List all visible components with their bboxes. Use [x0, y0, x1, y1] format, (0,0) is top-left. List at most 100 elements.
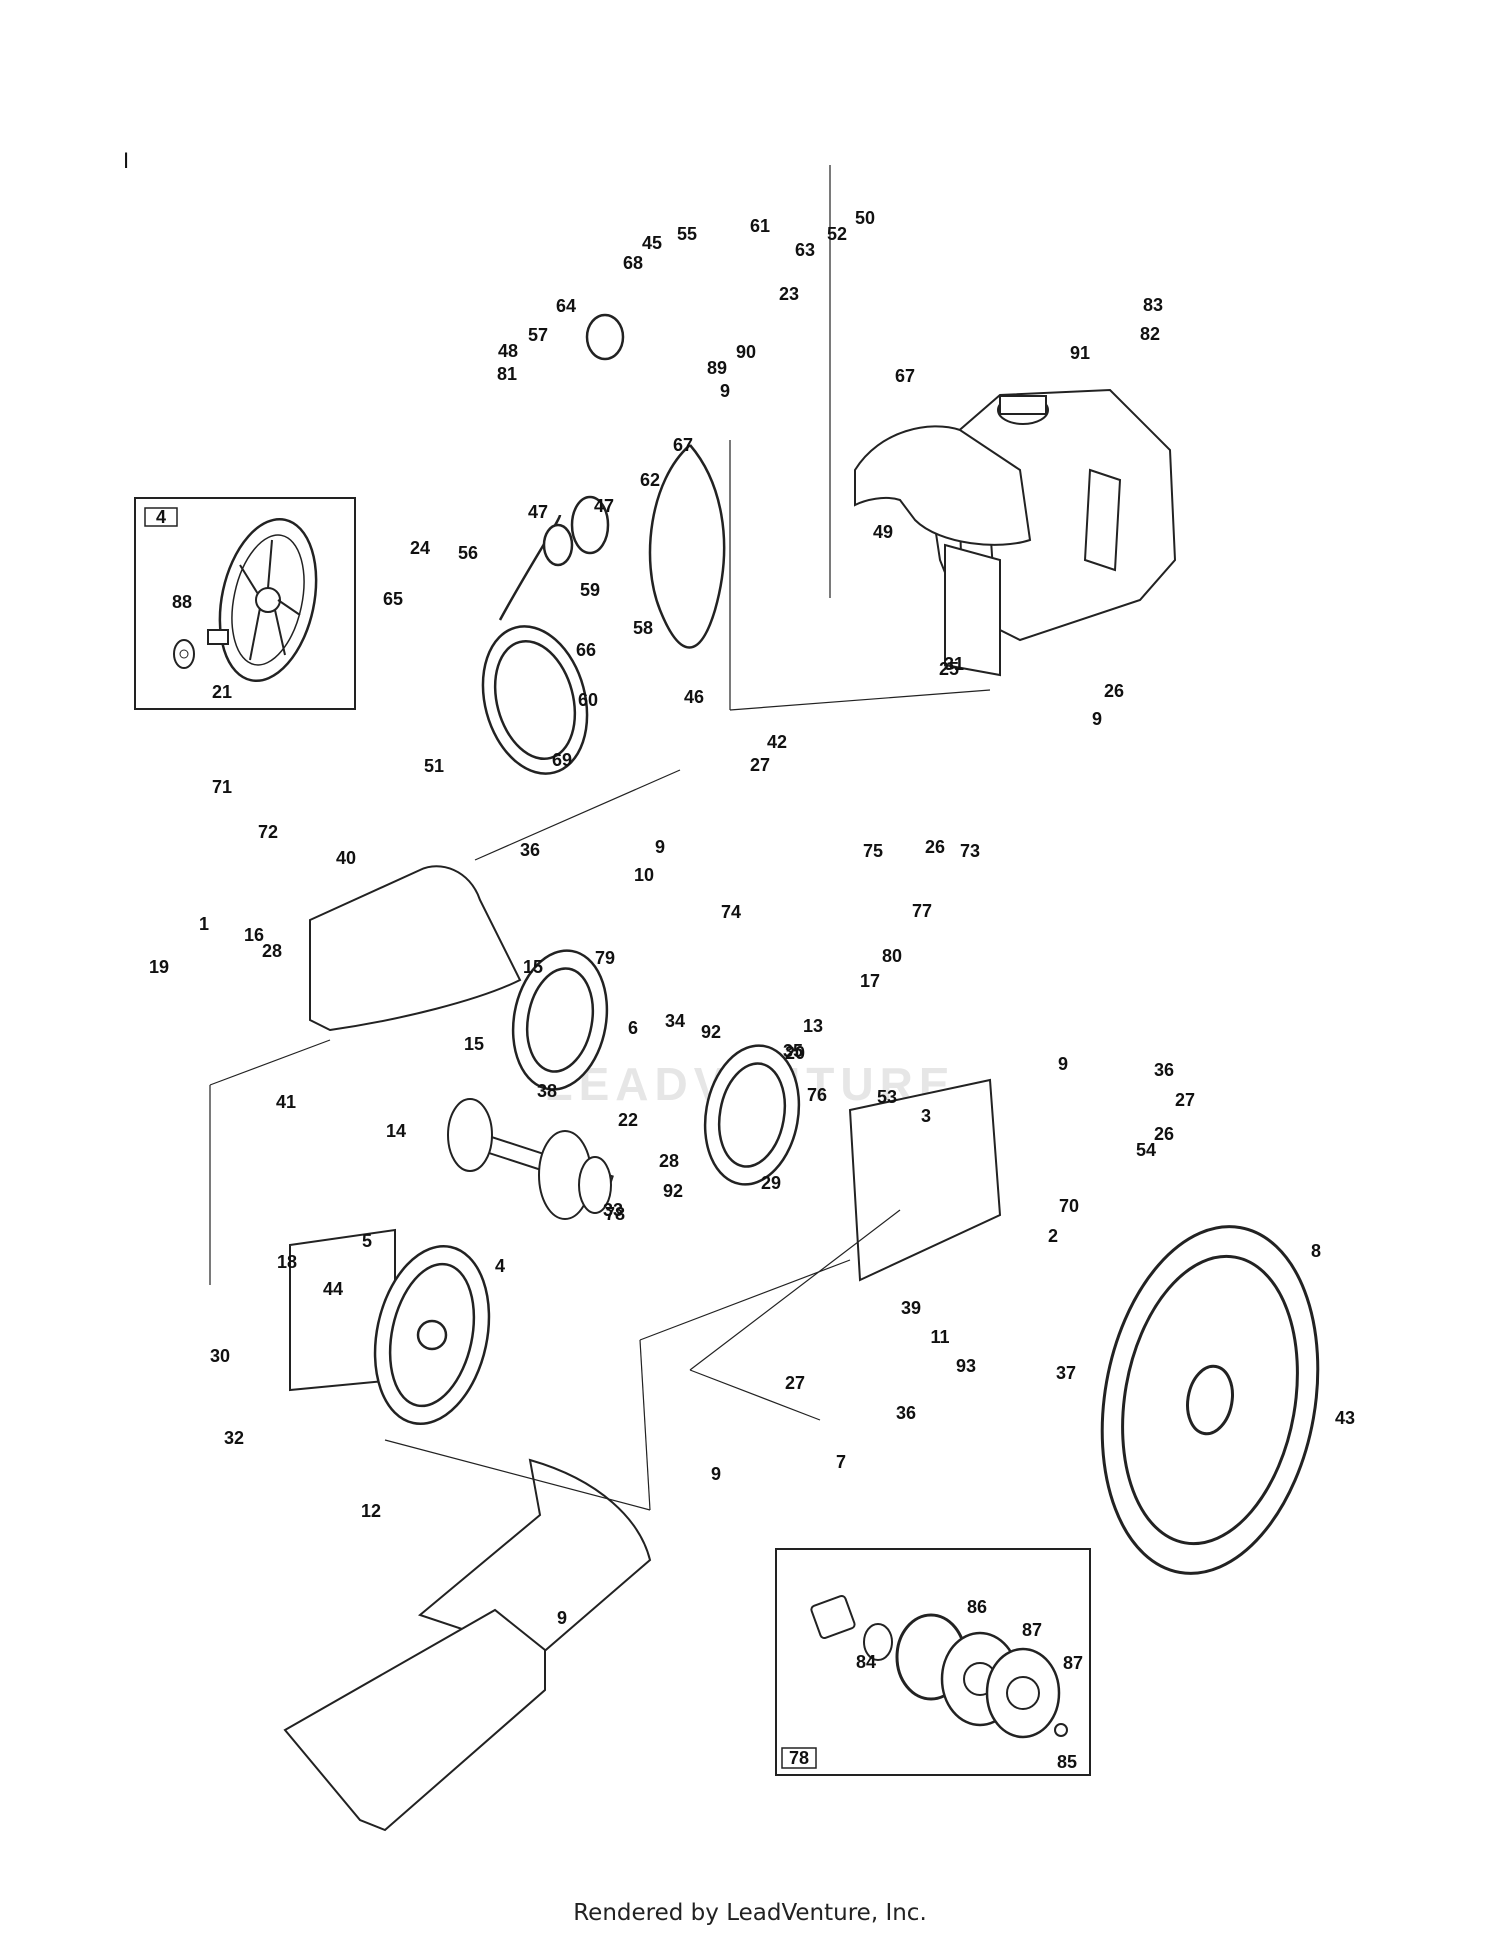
part-callout: 51	[424, 756, 444, 776]
part-callout: 9	[1092, 709, 1102, 729]
part-callout: 5	[362, 1231, 372, 1251]
part-callout: 54	[1136, 1140, 1156, 1160]
part-callout: 63	[795, 240, 815, 260]
part-callout: 57	[528, 325, 548, 345]
inset-78-callout: 84	[856, 1652, 876, 1672]
part-callout: 93	[956, 1356, 976, 1376]
inset-78-callout: 87	[1063, 1653, 1083, 1673]
part-callout: 50	[855, 208, 875, 228]
part-callout: 25	[939, 659, 959, 679]
part-callout: 28	[659, 1151, 679, 1171]
part-callout: 92	[663, 1181, 683, 1201]
part-callout: 4	[495, 1256, 505, 1276]
part-callout: 65	[383, 589, 403, 609]
drive-pulleys	[481, 313, 726, 775]
chassis	[289, 865, 1002, 1657]
inset-78-callout: 86	[967, 1597, 987, 1617]
part-callout: 59	[580, 580, 600, 600]
part-callout: 17	[860, 971, 880, 991]
part-callout: 62	[640, 470, 660, 490]
callout-labels: 5052636155456823645748818382919089967676…	[149, 208, 1355, 1628]
part-callout: 7	[836, 1452, 846, 1472]
part-callout: 28	[262, 941, 282, 961]
part-callout: 20	[785, 1043, 805, 1063]
inset-4-tag: 4	[156, 507, 166, 527]
inset-78-callout: 85	[1057, 1752, 1077, 1772]
part-callout: 77	[912, 901, 932, 921]
wheel	[1100, 1225, 1320, 1575]
footer-credit: Rendered by LeadVenture, Inc.	[573, 1900, 927, 1926]
frame-plate	[944, 543, 1001, 677]
part-callout: 60	[578, 690, 598, 710]
part-callout: 9	[557, 1608, 567, 1628]
part-callout: 36	[896, 1403, 916, 1423]
part-callout: 2	[1048, 1226, 1058, 1246]
part-callout: 61	[750, 216, 770, 236]
part-callout: 27	[785, 1373, 805, 1393]
part-callout: 8	[1311, 1241, 1321, 1261]
part-callout: 12	[361, 1501, 381, 1521]
part-callout: 13	[803, 1016, 823, 1036]
part-callout: 16	[244, 925, 264, 945]
part-callout: 67	[673, 435, 693, 455]
auger-pulley	[373, 1244, 491, 1426]
inset-78-callout: 87	[1022, 1620, 1042, 1640]
part-callout: 68	[623, 253, 643, 273]
part-callout: 48	[498, 341, 518, 361]
part-callout: 26	[925, 837, 945, 857]
part-callout: 55	[677, 224, 697, 244]
part-callout: 82	[1140, 324, 1160, 344]
part-callout: 64	[556, 296, 576, 316]
gears	[511, 949, 801, 1186]
part-callout: 70	[1059, 1196, 1079, 1216]
guide-lines	[209, 165, 991, 1511]
part-callout: 10	[634, 865, 654, 885]
axle-assembly	[447, 1098, 614, 1220]
part-callout: 78	[605, 1204, 625, 1224]
part-callout: 9	[1058, 1054, 1068, 1074]
part-callout: 34	[665, 1011, 685, 1031]
part-callout: 30	[210, 1346, 230, 1366]
part-callout: 92	[701, 1022, 721, 1042]
part-callout: 38	[537, 1081, 557, 1101]
part-callout: 90	[736, 342, 756, 362]
part-callout: 40	[336, 848, 356, 868]
part-callout: 76	[807, 1085, 827, 1105]
part-callout: 14	[386, 1121, 406, 1141]
part-callout: 67	[895, 366, 915, 386]
part-callout: 66	[576, 640, 596, 660]
part-callout: 75	[863, 841, 883, 861]
part-callout: 80	[882, 946, 902, 966]
part-callout: 9	[711, 1464, 721, 1484]
part-callout: 45	[642, 233, 662, 253]
inset-4-callout: 88	[172, 592, 192, 612]
inset-78-tag: 78	[789, 1748, 809, 1768]
part-callout: 18	[277, 1252, 297, 1272]
part-callout: 9	[720, 381, 730, 401]
part-callout: 37	[1056, 1363, 1076, 1383]
part-callout: 52	[827, 224, 847, 244]
part-callout: 46	[684, 687, 704, 707]
part-callout: 69	[552, 750, 572, 770]
part-callout: 26	[1154, 1124, 1174, 1144]
part-callout: 15	[464, 1034, 484, 1054]
part-callout: 19	[149, 957, 169, 977]
part-callout: 15	[523, 957, 543, 977]
part-callout: 36	[520, 840, 540, 860]
part-callout: 27	[1175, 1090, 1195, 1110]
part-callout: 47	[594, 496, 614, 516]
part-callout: 27	[750, 755, 770, 775]
part-callout: 22	[618, 1110, 638, 1130]
part-callout: 49	[873, 522, 893, 542]
part-callout: 89	[707, 358, 727, 378]
part-callout: 41	[276, 1092, 296, 1112]
part-callout: 47	[528, 502, 548, 522]
part-callout: 9	[655, 837, 665, 857]
part-callout: 73	[960, 841, 980, 861]
part-callout: 36	[1154, 1060, 1174, 1080]
part-callout: 35	[783, 1041, 803, 1061]
part-callout: 79	[595, 948, 615, 968]
part-callout: 74	[721, 902, 741, 922]
